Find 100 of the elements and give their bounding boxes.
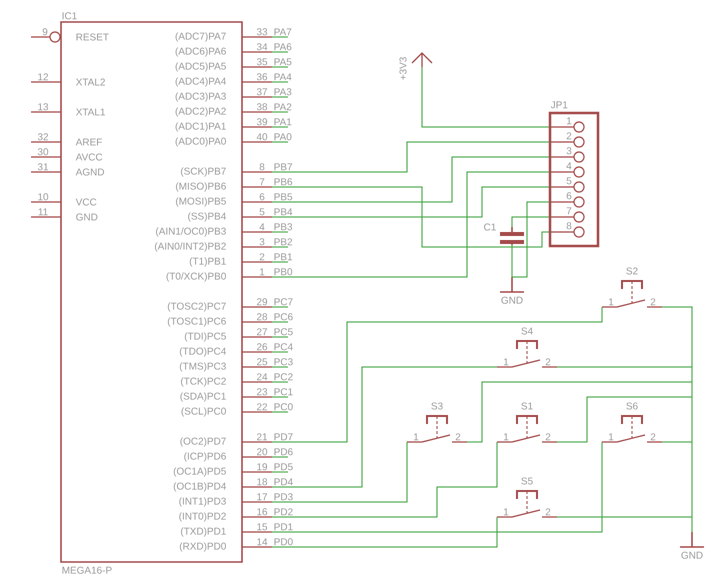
wire <box>272 442 408 502</box>
pin-number: 23 <box>256 388 268 396</box>
wire <box>272 156 550 202</box>
part-label: C1 <box>484 223 496 231</box>
pin-number: 36 <box>256 73 268 80</box>
wire <box>272 172 550 278</box>
pin-number: 31 <box>38 163 48 170</box>
net-label: PC7 <box>272 298 293 308</box>
part-label: S1 <box>521 402 533 410</box>
pin-number: 2 <box>650 433 656 440</box>
pin-name: (T1)PB1 <box>190 257 226 267</box>
wire <box>272 186 550 248</box>
net-label: PB0 <box>274 268 292 276</box>
pin-name: (OC1B)PD4 <box>174 482 226 492</box>
pin-number: 12 <box>38 73 48 80</box>
supply-label: +3V3 <box>399 57 407 80</box>
pin-name: (ADC1)PA1 <box>176 122 226 132</box>
pin-number: 2 <box>546 358 550 366</box>
pin-number: 24 <box>256 373 268 380</box>
pin-name: (TOSC2)PC7 <box>168 302 226 312</box>
wire <box>512 216 550 228</box>
pin-name: (TDO)PC4 <box>180 347 226 357</box>
pin-number: 11 <box>38 208 48 216</box>
pin-name: (T0/XCK)PB0 <box>166 272 226 282</box>
net-label: PA7 <box>272 28 292 38</box>
net-label: PC6 <box>272 313 293 322</box>
pin-name: (ADC5)PA5 <box>176 62 226 72</box>
net-label: PC0 <box>272 403 293 412</box>
pin-name: (OC1A)PD5 <box>174 467 226 477</box>
pin-name: (MOSI)PB5 <box>176 197 226 207</box>
pin-number: 4 <box>259 223 264 230</box>
pin-name: (INT0)PD2 <box>179 512 226 522</box>
part-label: S2 <box>626 267 638 275</box>
pin-name: (ICP)PD6 <box>184 452 226 462</box>
pin-name: (AIN1/OC0)PB3 <box>156 227 226 237</box>
pin-number: 1 <box>260 268 264 276</box>
pin-name: (SDA)PC1 <box>180 392 226 402</box>
pin-name: (OC2)PD7 <box>180 437 226 447</box>
wire <box>272 142 550 172</box>
pin-name: (SCK)PB7 <box>180 167 226 177</box>
ground-label: GND <box>501 296 523 304</box>
pin-name: (RXD)PD0 <box>180 542 226 552</box>
net-label: PA5 <box>272 58 292 68</box>
net-label: PD0 <box>274 538 293 546</box>
pin-name: (AIN0/INT2)PB2 <box>154 242 226 252</box>
part-label: S5 <box>521 477 533 485</box>
pin-name: AGND <box>76 168 104 176</box>
pin-number: 3 <box>260 238 264 246</box>
part-label: S6 <box>626 402 638 410</box>
pin-number: 1 <box>414 433 418 440</box>
pin-number: 2 <box>650 298 656 306</box>
net-label: PA0 <box>272 133 292 142</box>
part-value: MEGA16-P <box>62 566 112 574</box>
pin-name: (MISO)PB6 <box>176 182 226 192</box>
pin-number: 37 <box>256 88 268 96</box>
pin-number: 1 <box>504 358 508 366</box>
pin-number: 33 <box>256 28 268 36</box>
pin-name: (ADC4)PA4 <box>176 77 226 87</box>
pin-number: 27 <box>256 328 268 336</box>
net-label: PC4 <box>272 343 293 352</box>
net-label: PB5 <box>274 193 292 200</box>
pin-number: 34 <box>256 43 268 50</box>
wire <box>272 306 602 442</box>
pin-number: 17 <box>257 493 268 500</box>
pin-number: 2 <box>260 253 264 260</box>
net-label: PA6 <box>272 43 292 52</box>
pin-name: (TDI)PC5 <box>184 332 226 342</box>
pin-name: (SCL)PC0 <box>182 407 226 417</box>
pin-number: 29 <box>256 298 268 306</box>
pin-name: (SS)PB4 <box>188 212 226 222</box>
pin-number: 14 <box>257 538 268 546</box>
pin-number: 10 <box>38 193 48 200</box>
pin-number: 7 <box>260 178 264 186</box>
wire <box>512 202 550 278</box>
pin-number: 13 <box>38 103 48 110</box>
pin-name: (ADC7)PA7 <box>176 32 226 42</box>
net-label: PD1 <box>274 523 293 530</box>
net-label: PB1 <box>272 253 292 262</box>
net-label: PD5 <box>272 463 293 472</box>
net-label: PC5 <box>272 328 293 338</box>
pin-name: (INT1)PD3 <box>179 497 226 507</box>
pin-name: (TOSC1)PC6 <box>168 317 226 327</box>
pin-name: XTAL2 <box>76 78 105 86</box>
pin-name: AVCC <box>76 153 102 161</box>
pin-number: 32 <box>38 133 48 140</box>
pin-number: 1 <box>504 508 508 516</box>
pin-number: 26 <box>256 343 268 350</box>
pin-number: 2 <box>566 132 572 140</box>
pin-number: 40 <box>256 133 268 140</box>
net-label: PB7 <box>274 163 292 170</box>
pin-number: 5 <box>566 177 572 184</box>
pin-name: (TMS)PC3 <box>180 362 226 372</box>
wire <box>272 516 498 548</box>
pin-number: 4 <box>566 162 572 170</box>
wire <box>556 516 692 532</box>
pin-number: 6 <box>566 192 572 200</box>
pin-number: 2 <box>546 508 550 516</box>
net-label: PD6 <box>272 448 293 458</box>
pin-number: 5 <box>260 208 264 216</box>
pin-number: 9 <box>42 28 48 36</box>
